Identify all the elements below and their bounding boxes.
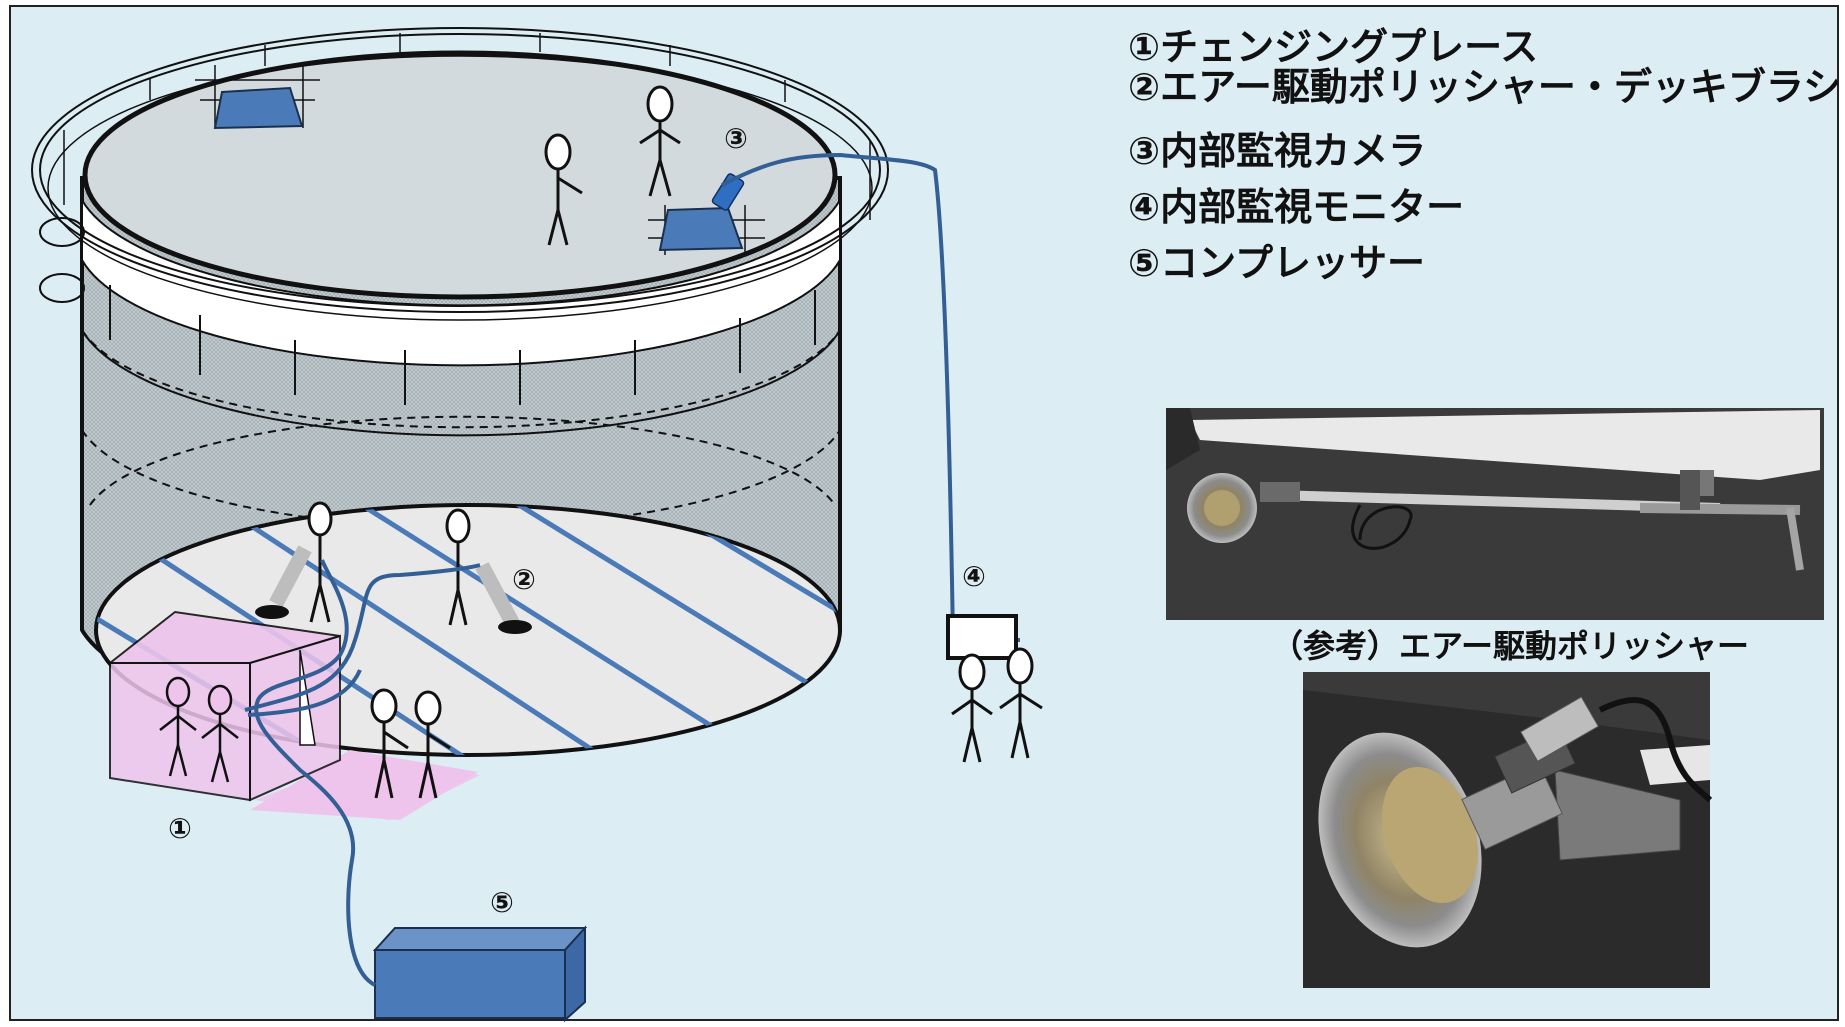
legend-item-5: ⑤コンプレッサー: [1128, 241, 1425, 285]
photo-polisher-full: [1166, 408, 1824, 620]
worker-figure-floor-2: [445, 508, 471, 626]
changing-place: [107, 610, 480, 820]
monitor-station: [946, 614, 1043, 763]
legend-item-3: ③内部監視カメラ: [1128, 129, 1426, 173]
worker-figure-floor-1: [307, 501, 333, 623]
legend-item-1: ①チェンジングプレース: [1128, 25, 1538, 69]
worker-figure-outside-2: [414, 690, 451, 799]
hatch-right: [648, 205, 765, 255]
monitor-icon: [946, 614, 1018, 660]
polisher-1-icon: [255, 545, 312, 619]
worker-figure-top-2: [639, 85, 681, 197]
tank-rim-band: [81, 196, 841, 367]
worker-figure-outside-1: [370, 688, 409, 799]
callout-polisher: ②: [512, 563, 536, 596]
callout-monitor: ④: [962, 560, 986, 593]
callout-compressor: ⑤: [490, 886, 514, 919]
hatch-left: [195, 65, 320, 130]
photo-polisher-closeup: [1303, 672, 1713, 988]
photo-caption: （参考）エアー駆動ポリッシャー: [1271, 627, 1749, 665]
callout-changing-place: ①: [168, 812, 192, 845]
tank-top: [82, 50, 838, 300]
worker-figure-top-1: [544, 133, 583, 246]
legend-item-4: ④内部監視モニター: [1128, 185, 1464, 229]
legend-item-2: ②エアー駆動ポリッシャー・デッキブラシ: [1128, 65, 1841, 109]
callout-camera: ③: [724, 122, 748, 155]
compressor: [372, 925, 588, 1023]
legend: ①チェンジングプレース ②エアー駆動ポリッシャー・デッキブラシ ③内部監視カメラ…: [1128, 25, 1841, 285]
polisher-2-icon: [475, 562, 532, 634]
